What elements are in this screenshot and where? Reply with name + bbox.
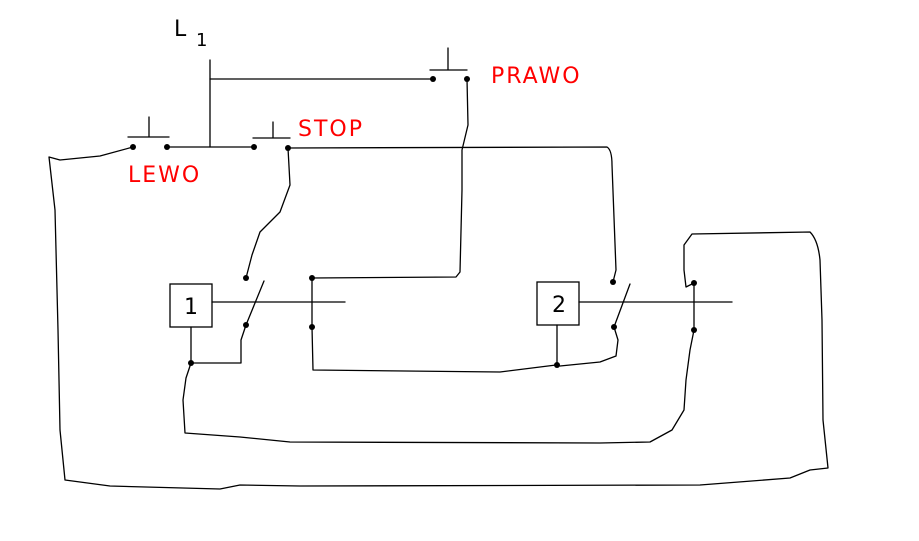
lewo-loop-wire	[48, 146, 829, 490]
prawo-button	[429, 47, 470, 82]
relay-2-coil	[536, 281, 580, 326]
stop-label: STOP	[298, 117, 364, 142]
supply-label: L	[174, 17, 187, 42]
lewo-label: LEWO	[128, 163, 201, 188]
relay1-to-relay2-coil-wire	[311, 326, 619, 373]
relay2-to-relay1-loop-wire	[182, 329, 695, 444]
relay-1: 1	[169, 275, 346, 330]
relay-1-coil	[169, 283, 213, 328]
relay1-coil-bottom-wire	[190, 324, 247, 364]
relay-2: 2	[536, 279, 733, 333]
prawo-to-relay1-wire	[311, 78, 469, 279]
stop-to-relay1-wire	[245, 147, 291, 279]
supply-subscript: 1	[196, 30, 207, 51]
relay-1-number: 1	[184, 295, 198, 320]
stop-button	[251, 121, 291, 151]
relay-2-number: 2	[552, 293, 566, 318]
prawo-label: PRAWO	[491, 64, 582, 89]
stop-to-relay2-wire	[287, 146, 617, 283]
lewo-button	[127, 116, 170, 150]
